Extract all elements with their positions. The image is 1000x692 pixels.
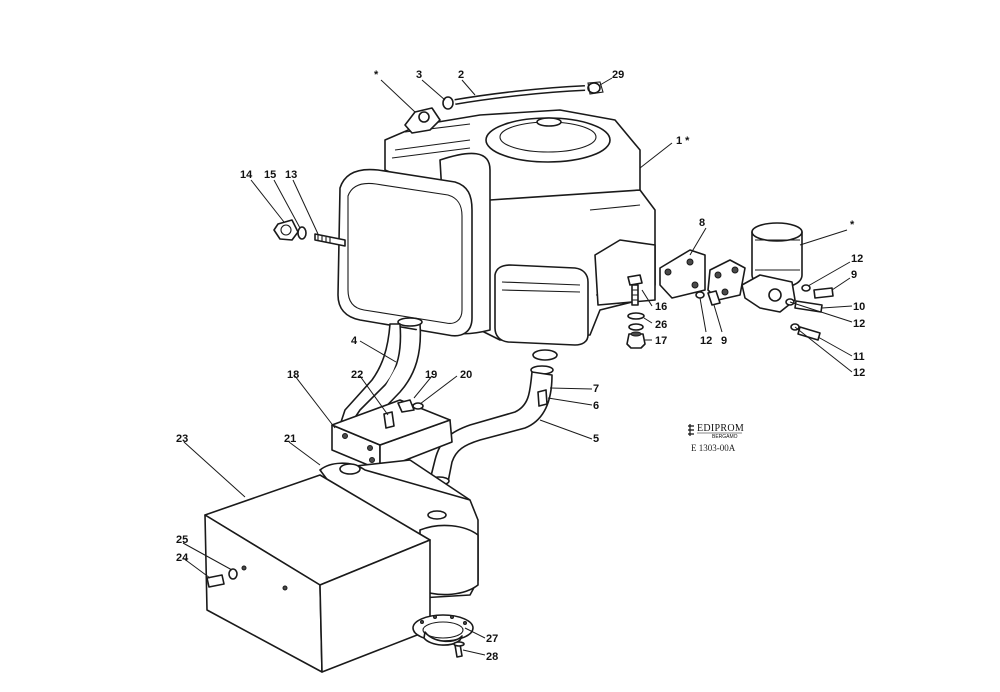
callout-4: 4 bbox=[351, 335, 358, 347]
callout-star-oil-filter: * bbox=[850, 219, 855, 231]
publisher-city: BERGAMO bbox=[712, 434, 738, 440]
exhaust-pipe-left bbox=[339, 317, 423, 433]
callout-29: 29 bbox=[612, 69, 624, 81]
callout-2: 2 bbox=[458, 69, 464, 81]
exhaust-pipe-right bbox=[428, 349, 558, 486]
muffler-bracket bbox=[331, 399, 453, 471]
callout-10: 10 bbox=[853, 301, 865, 313]
callout-26: 26 bbox=[655, 319, 667, 331]
callout-19: 19 bbox=[425, 369, 437, 381]
drawing-reference: E 1303-00A bbox=[691, 443, 736, 453]
mounting-bolt-assembly bbox=[626, 274, 646, 349]
callout-12-c: 12 bbox=[853, 367, 865, 379]
engine-block bbox=[337, 107, 656, 346]
shield-screw bbox=[206, 568, 238, 588]
oil-filter-bracket bbox=[659, 249, 746, 306]
callout-6: 6 bbox=[593, 400, 599, 412]
heat-shield bbox=[204, 474, 431, 673]
callout-5: 5 bbox=[593, 433, 599, 445]
leader-lines bbox=[182, 77, 853, 656]
callout-15: 15 bbox=[264, 169, 276, 181]
publisher-stamp: EDIPROM BERGAMO E 1303-00A bbox=[688, 423, 744, 453]
callout-3: 3 bbox=[416, 69, 422, 81]
callout-7: 7 bbox=[593, 383, 599, 395]
callout-28: 28 bbox=[486, 651, 498, 663]
callout-13: 13 bbox=[285, 169, 297, 181]
callout-22: 22 bbox=[351, 369, 363, 381]
callout-14: 14 bbox=[240, 169, 253, 181]
callout-12-d: 12 bbox=[700, 335, 712, 347]
callout-8: 8 bbox=[699, 217, 705, 229]
callout-20: 20 bbox=[460, 369, 472, 381]
callout-25: 25 bbox=[176, 534, 188, 546]
fuel-line bbox=[442, 81, 604, 110]
callout-12-a: 12 bbox=[851, 253, 863, 265]
callout-21: 21 bbox=[284, 433, 296, 445]
publisher-logo-icon bbox=[688, 424, 694, 436]
callout-11: 11 bbox=[853, 351, 865, 363]
callout-17: 17 bbox=[655, 335, 667, 347]
adapter-hardware bbox=[785, 284, 834, 341]
callout-23: 23 bbox=[176, 433, 188, 445]
callout-1-star: 1 * bbox=[676, 135, 690, 147]
callout-27: 27 bbox=[486, 633, 498, 645]
callout-16: 16 bbox=[655, 301, 667, 313]
oil-filter bbox=[741, 222, 803, 313]
callout-18: 18 bbox=[287, 369, 299, 381]
callout-12-b: 12 bbox=[853, 318, 865, 330]
callout-star-fuel-fitting: * bbox=[374, 69, 379, 81]
spark-arrester bbox=[412, 614, 474, 658]
callout-9-b: 9 bbox=[721, 335, 727, 347]
air-filter-stud-assembly bbox=[273, 219, 346, 247]
publisher-name: EDIPROM bbox=[697, 423, 744, 434]
callout-24: 24 bbox=[176, 552, 189, 564]
callout-labels: * 3 2 29 1 * 14 15 13 8 * 12 9 10 12 11 … bbox=[176, 69, 865, 663]
callout-9-a: 9 bbox=[851, 269, 857, 281]
